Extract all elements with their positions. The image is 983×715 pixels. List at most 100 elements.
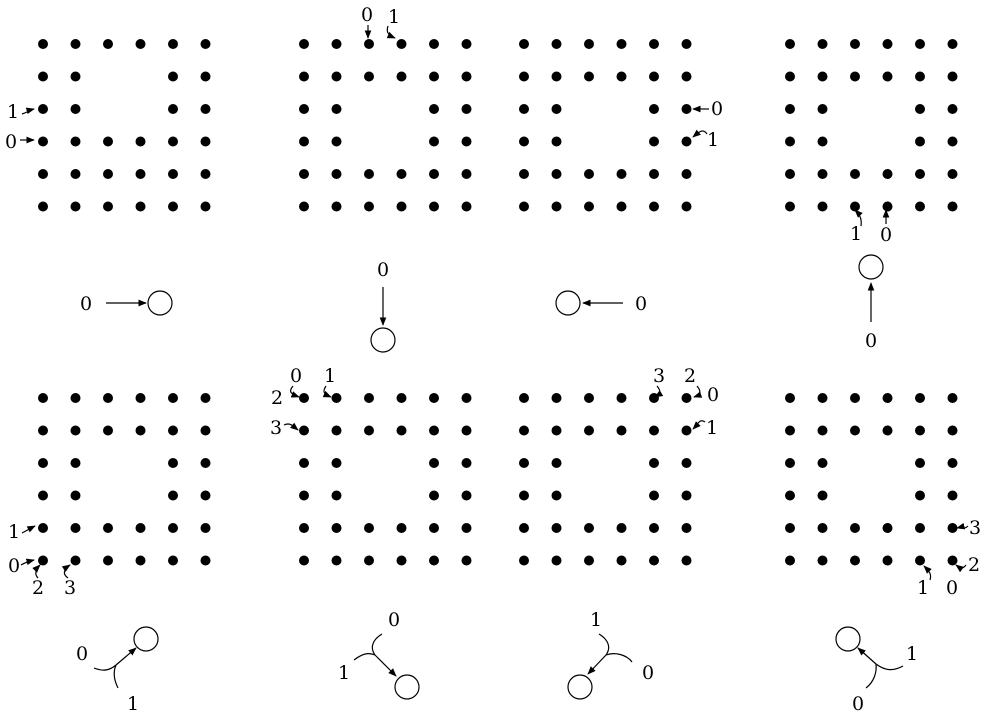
legend-7-label-b: 0 bbox=[642, 662, 654, 684]
dot-grid-panel-4 bbox=[785, 39, 958, 212]
panel-6-pointer-0 bbox=[289, 385, 300, 398]
grid-dot bbox=[785, 458, 795, 468]
grid-dot bbox=[331, 393, 342, 403]
grid-dot bbox=[103, 201, 113, 212]
legend-6-arrow bbox=[374, 654, 397, 677]
grid-dot bbox=[551, 39, 562, 49]
grid-dot bbox=[461, 425, 472, 436]
grid-dot bbox=[850, 555, 860, 566]
legend-6-branch-b bbox=[353, 653, 376, 661]
legend-8-branch-b bbox=[865, 663, 877, 689]
legend-1-node bbox=[147, 290, 173, 316]
grid-dot bbox=[616, 523, 627, 533]
grid-dot bbox=[681, 104, 692, 114]
legend-5-arrow bbox=[115, 647, 137, 666]
grid-dot bbox=[817, 490, 828, 501]
legend-5-label-a: 0 bbox=[76, 643, 88, 665]
panel-8-pointer-2 bbox=[955, 564, 967, 573]
panel-2-label-1: 0 bbox=[361, 4, 373, 26]
legend-4-node bbox=[858, 254, 884, 280]
grid-dot bbox=[461, 39, 472, 49]
grid-dot bbox=[331, 169, 342, 179]
panel-7-annotations: 3 2 0 1 bbox=[653, 365, 719, 439]
grid-dot bbox=[947, 393, 958, 403]
grid-dot bbox=[947, 136, 958, 147]
grid-dot bbox=[103, 523, 113, 533]
panel-1-label-1: 1 bbox=[7, 101, 19, 123]
panel-7-label-2: 2 bbox=[684, 365, 696, 387]
panel-7-label-1: 3 bbox=[653, 365, 665, 387]
panel-4-label-1: 1 bbox=[850, 223, 862, 245]
panel-2-annotations: 0 1 bbox=[361, 4, 400, 39]
grid-dot bbox=[850, 393, 860, 403]
grid-dot bbox=[429, 393, 439, 403]
grid-dot bbox=[649, 136, 659, 147]
grid-dot bbox=[135, 39, 146, 49]
legend-7-label-a: 1 bbox=[590, 609, 602, 631]
grid-dot bbox=[785, 201, 795, 212]
grid-dot bbox=[785, 39, 795, 49]
grid-dot bbox=[519, 136, 529, 147]
grid-dot bbox=[200, 458, 211, 468]
grid-dot bbox=[915, 201, 925, 212]
grid-dot bbox=[168, 136, 178, 147]
grid-dot bbox=[947, 555, 958, 566]
grid-dot bbox=[551, 136, 562, 147]
grid-dot bbox=[135, 425, 146, 436]
grid-dot bbox=[681, 458, 692, 468]
grid-dot bbox=[168, 523, 178, 533]
grid-dot bbox=[915, 393, 925, 403]
grid-dot bbox=[947, 425, 958, 436]
grid-dot bbox=[461, 555, 472, 566]
grid-dot bbox=[649, 425, 659, 436]
grid-dot bbox=[519, 490, 529, 501]
grid-dot bbox=[681, 39, 692, 49]
legend-5-branch-a bbox=[93, 664, 117, 671]
grid-dot bbox=[429, 523, 439, 533]
panel-6-label-3: 1 bbox=[324, 365, 336, 387]
grid-dot bbox=[551, 523, 562, 533]
grid-dot bbox=[70, 458, 81, 468]
grid-dot bbox=[817, 458, 828, 468]
grid-dot bbox=[461, 104, 472, 114]
grid-dot bbox=[364, 393, 374, 403]
grid-dot bbox=[616, 555, 627, 566]
legend-4-label: 0 bbox=[865, 330, 877, 352]
panel-7-pointer-1 bbox=[692, 420, 706, 430]
grid-dot bbox=[551, 555, 562, 566]
legend-2-label: 0 bbox=[377, 259, 389, 281]
grid-dot bbox=[38, 555, 48, 566]
grid-dot bbox=[915, 39, 925, 49]
panel-6-label-1: 2 bbox=[271, 387, 283, 409]
grid-dot bbox=[551, 104, 562, 114]
grid-dot bbox=[649, 71, 659, 82]
grid-dot bbox=[947, 39, 958, 49]
grid-dot bbox=[200, 555, 211, 566]
grid-dot bbox=[331, 39, 342, 49]
grid-dot bbox=[817, 555, 828, 566]
grid-dot bbox=[519, 201, 529, 212]
grid-dot bbox=[882, 425, 893, 436]
grid-dot bbox=[135, 136, 146, 147]
grid-dot bbox=[915, 555, 925, 566]
grid-dot bbox=[200, 393, 211, 403]
grid-dot bbox=[551, 169, 562, 179]
legend-6-node bbox=[394, 674, 420, 700]
grid-dot bbox=[616, 39, 627, 49]
panel-4-pointer-1 bbox=[854, 209, 863, 227]
grid-dot bbox=[584, 523, 594, 533]
panel-6-label-4: 3 bbox=[270, 417, 282, 439]
grid-dot bbox=[168, 425, 178, 436]
grid-dot bbox=[429, 490, 439, 501]
grid-dot bbox=[817, 39, 828, 49]
panel-6-pointer-1 bbox=[322, 385, 332, 398]
grid-dot bbox=[882, 393, 893, 403]
grid-dot bbox=[681, 169, 692, 179]
grid-dot bbox=[299, 458, 309, 468]
legend-3: 0 bbox=[555, 290, 647, 316]
panel-7-pointer-2 bbox=[693, 385, 703, 398]
grid-dot bbox=[551, 425, 562, 436]
dot-grid-panel-5 bbox=[38, 393, 211, 566]
grid-dot bbox=[70, 71, 81, 82]
panel-3-label-1: 0 bbox=[711, 98, 723, 120]
